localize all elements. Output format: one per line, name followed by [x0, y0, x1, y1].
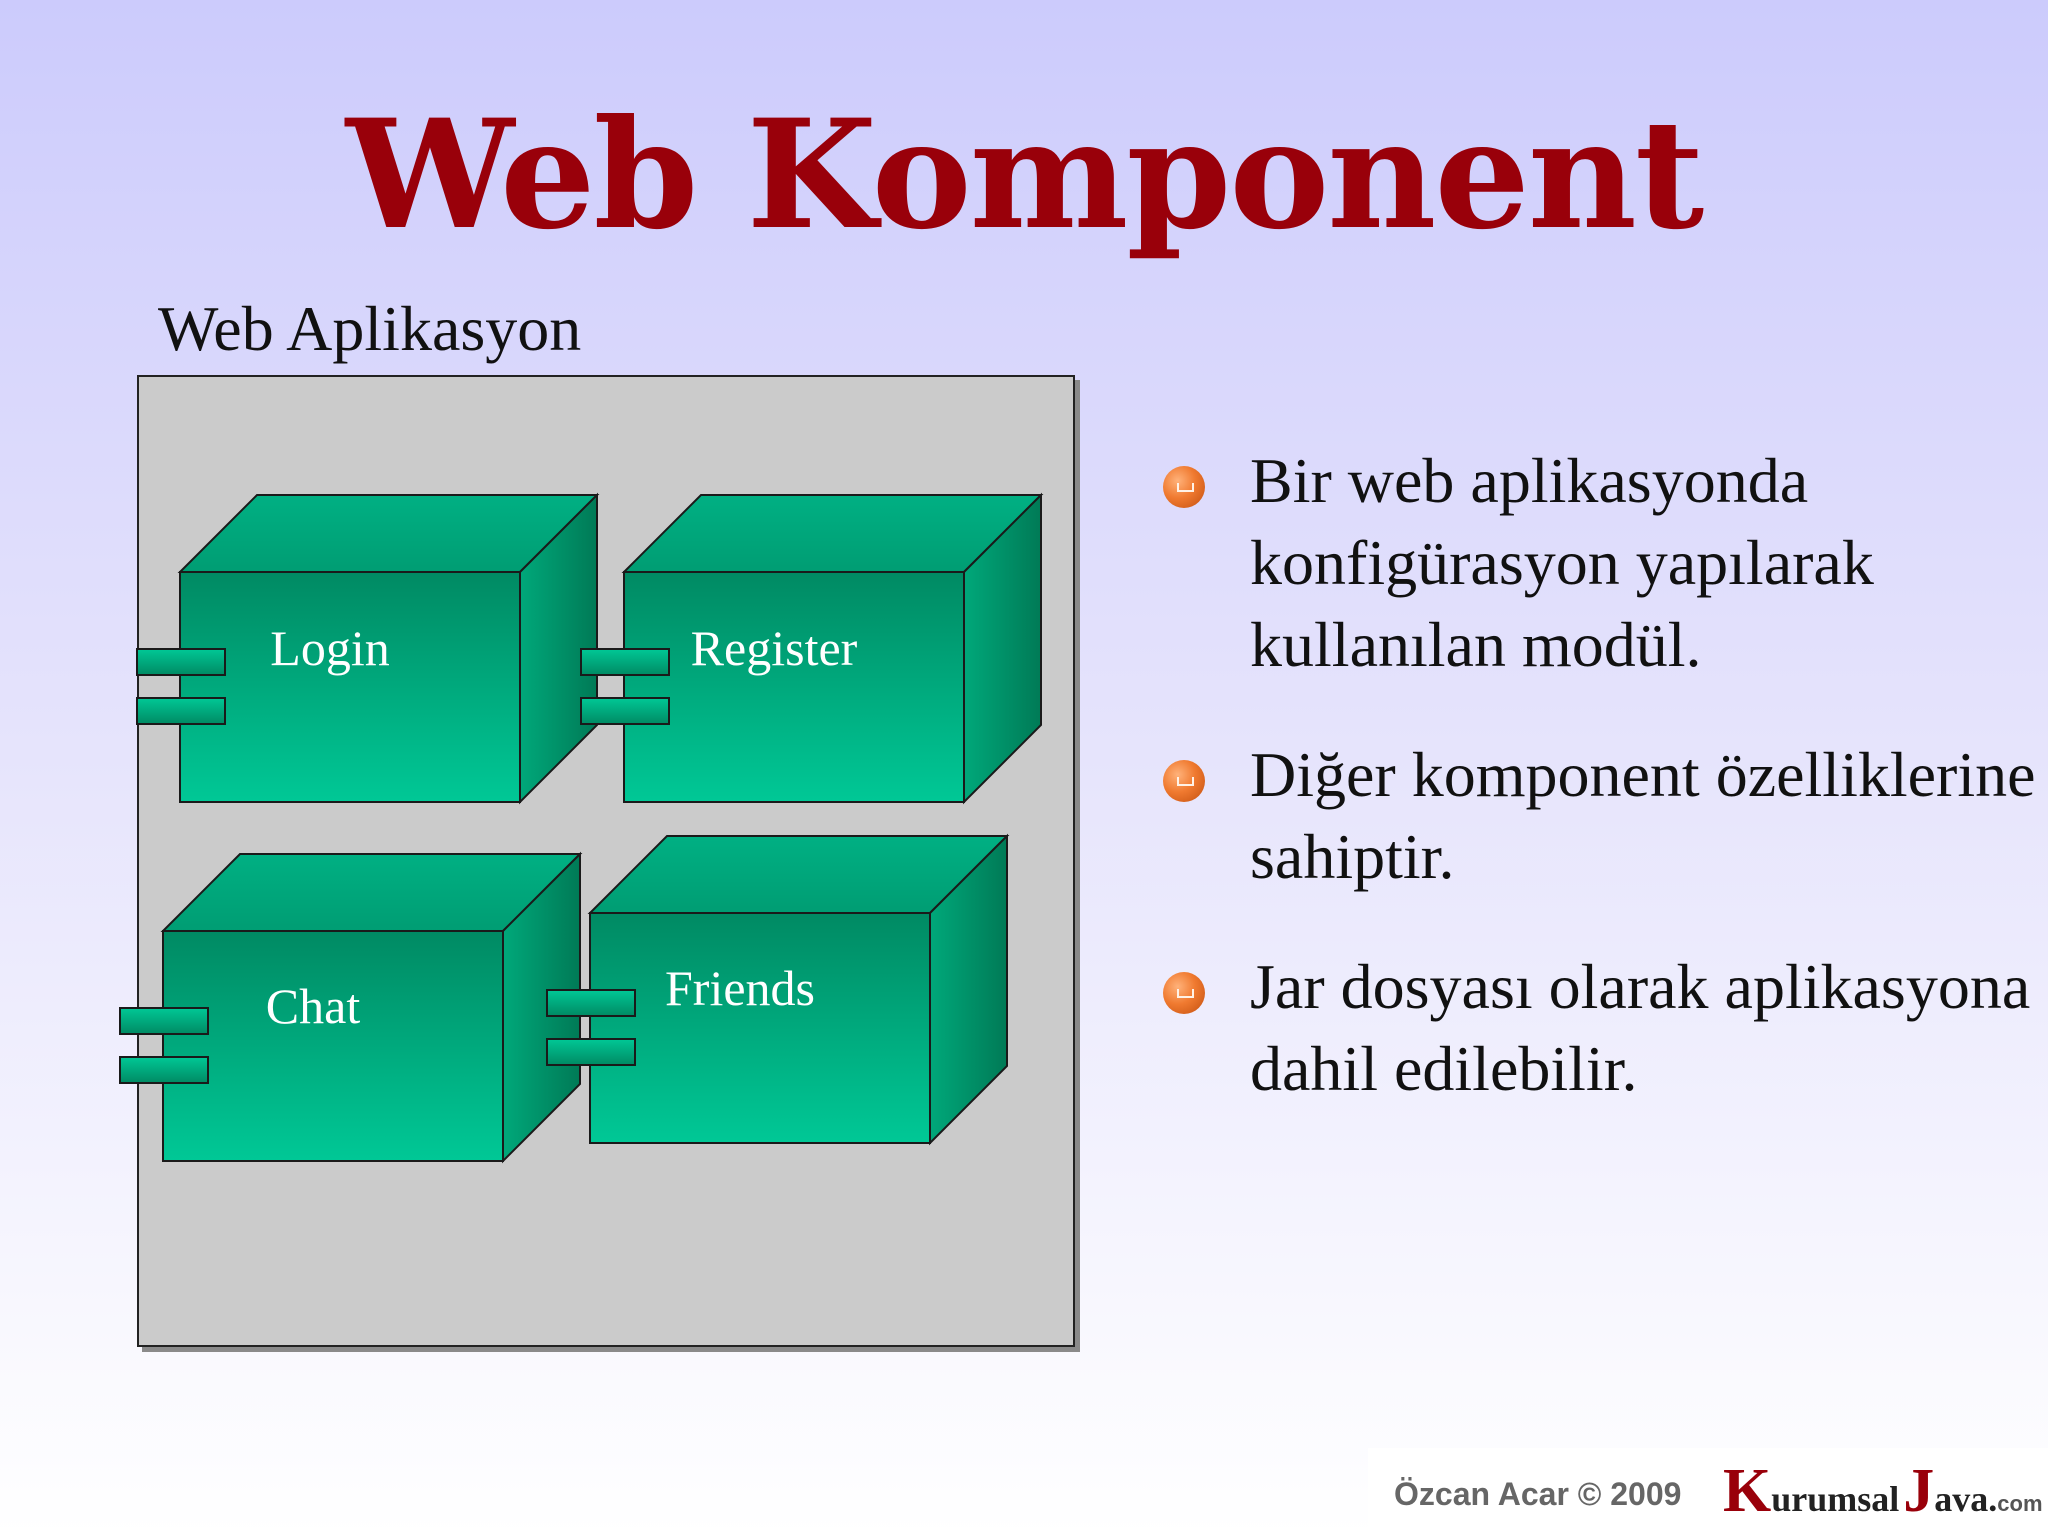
component-port: [136, 648, 226, 676]
footer-author: Özcan Acar © 2009: [1394, 1476, 1682, 1512]
kurumsaljava-logo: Kurumsal Java.com: [1723, 1456, 2043, 1527]
container-label: Web Aplikasyon: [158, 293, 582, 364]
component-label: Chat: [266, 978, 361, 1034]
component-front-face: [589, 912, 931, 1144]
component-port: [119, 1007, 209, 1035]
logo-com: com: [1997, 1491, 2043, 1516]
component-friends: Friends: [546, 833, 1010, 1146]
bullet-icon: [1163, 972, 1205, 1014]
bullet-item: Diğer komponent özelliklerine sahiptir.: [1160, 734, 2040, 898]
component-label: Register: [691, 620, 858, 676]
bullet-icon: [1163, 466, 1205, 508]
component-port: [119, 1056, 209, 1084]
logo-ava: ava.: [1934, 1479, 1998, 1519]
component-port: [136, 697, 226, 725]
component-label: Friends: [665, 960, 815, 1016]
component-port: [580, 697, 670, 725]
bullet-text: Jar dosyası olarak aplikasyona dahil edi…: [1250, 951, 2031, 1104]
component-label: Login: [270, 620, 389, 676]
bullet-text: Diğer komponent özelliklerine sahiptir.: [1250, 739, 2036, 892]
footer: Özcan Acar © 2009 Kurumsal Java.com: [1368, 1448, 2048, 1536]
component-front-face: [179, 571, 521, 803]
component-front-face: [162, 930, 504, 1162]
bullet-item: Bir web aplikasyonda konfigürasyon yapıl…: [1160, 440, 2040, 686]
bullet-icon: [1163, 760, 1205, 802]
bullet-text: Bir web aplikasyonda konfigürasyon yapıl…: [1250, 445, 1874, 680]
slide-title: Web Komponent: [345, 87, 1704, 263]
logo-urumsal: urumsal: [1771, 1479, 1900, 1519]
component-login: Login: [136, 492, 600, 805]
bullet-list: Bir web aplikasyonda konfigürasyon yapıl…: [1160, 440, 2040, 1158]
component-port: [580, 648, 670, 676]
component-front-face: [623, 571, 965, 803]
logo-j: J: [1903, 1457, 1935, 1525]
bullet-item: Jar dosyası olarak aplikasyona dahil edi…: [1160, 946, 2040, 1110]
logo-k: K: [1723, 1457, 1772, 1525]
component-port: [546, 989, 636, 1017]
component-chat: Chat: [119, 851, 583, 1164]
component-port: [546, 1038, 636, 1066]
component-register: Register: [580, 492, 1044, 805]
